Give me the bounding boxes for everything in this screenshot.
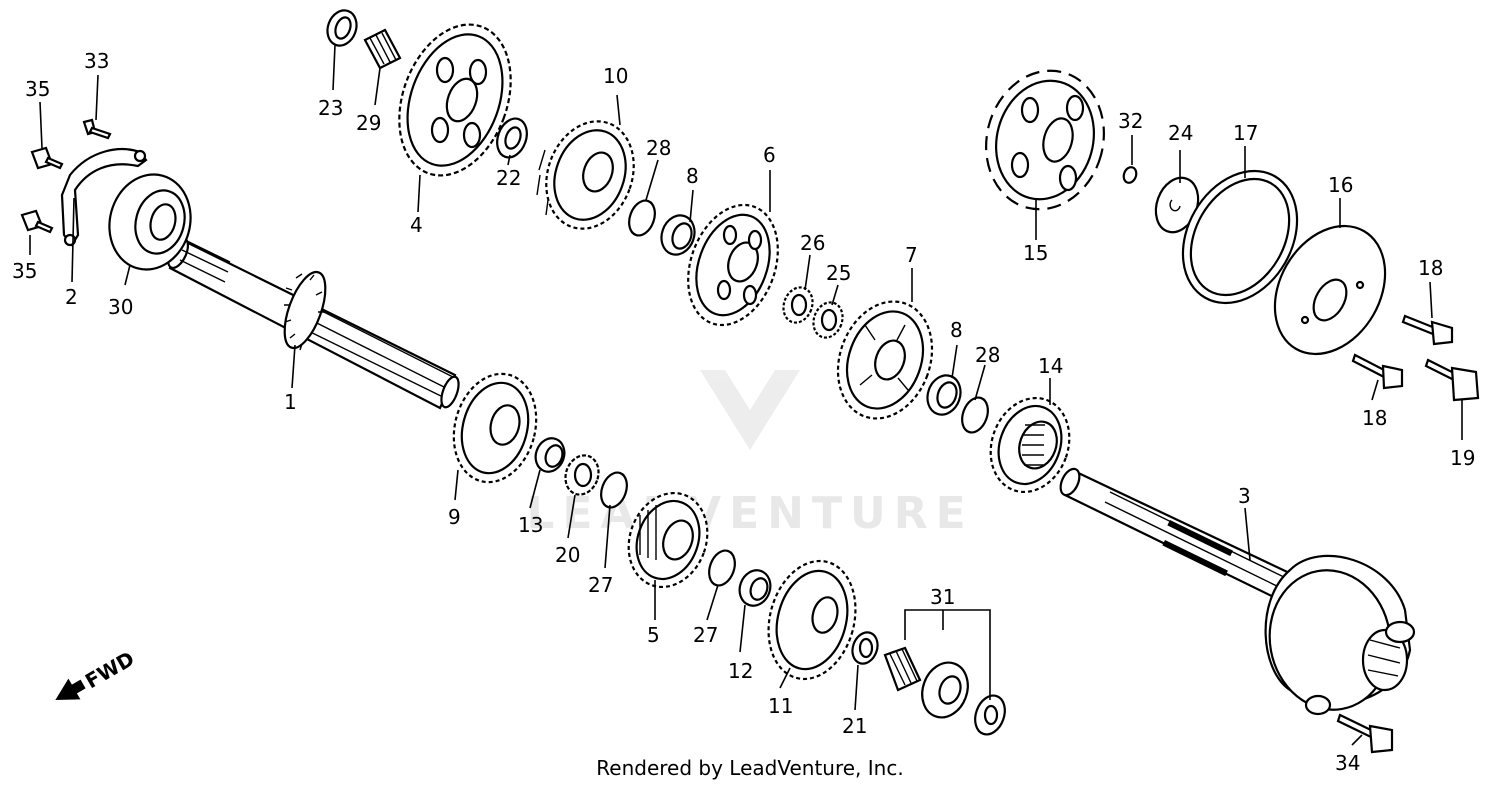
washer-20 <box>564 454 600 496</box>
drive-sprocket-15 <box>985 69 1105 211</box>
callout-13: 13 <box>518 513 543 537</box>
callout-11: 11 <box>768 694 793 718</box>
gear-5 <box>627 491 709 589</box>
callout-16: 16 <box>1328 173 1353 197</box>
bolt-18-lower <box>1351 353 1404 390</box>
gear-7 <box>836 300 934 420</box>
callout-18-lower: 18 <box>1362 406 1387 430</box>
fwd-label: FWD <box>81 646 138 693</box>
watermark: LEADVENTURE <box>526 370 973 539</box>
callout-2: 2 <box>65 285 78 309</box>
gear-11 <box>767 559 857 681</box>
gear-4 <box>398 23 512 177</box>
callout-28-lower: 28 <box>975 343 1000 367</box>
callout-28-upper: 28 <box>646 136 671 160</box>
seal-17 <box>1181 169 1299 305</box>
callout-24: 24 <box>1168 121 1193 145</box>
callout-8-lower: 8 <box>950 318 963 342</box>
callout-5: 5 <box>647 623 660 647</box>
callout-18-upper: 18 <box>1418 256 1443 280</box>
gear-14 <box>989 396 1071 494</box>
callout-33: 33 <box>84 49 109 73</box>
callout-4: 4 <box>410 213 423 237</box>
callout-34: 34 <box>1335 751 1360 775</box>
countershaft <box>1059 467 1302 607</box>
callout-19: 19 <box>1450 446 1475 470</box>
callout-29: 29 <box>356 111 381 135</box>
bearing-30 <box>108 173 192 271</box>
mainshaft <box>166 236 460 410</box>
callout-7: 7 <box>905 243 918 267</box>
bolt-18-upper <box>1401 314 1454 346</box>
callout-15: 15 <box>1023 241 1048 265</box>
callout-3: 3 <box>1238 484 1251 508</box>
cover-16 <box>1273 224 1387 356</box>
bushing-8-lower <box>926 374 962 416</box>
callout-22: 22 <box>496 166 521 190</box>
gear-9 <box>452 372 538 484</box>
callout-25: 25 <box>826 261 851 285</box>
callout-23: 23 <box>318 96 343 120</box>
washer-21 <box>851 631 879 665</box>
fwd-arrow: FWD <box>55 646 138 700</box>
callout-27-upper: 27 <box>588 573 613 597</box>
callout-6: 6 <box>763 143 776 167</box>
callout-labels: 1 2 3 4 5 6 7 8 8 9 10 11 12 13 14 15 16… <box>12 49 1475 775</box>
watermark-text: LEADVENTURE <box>526 488 973 539</box>
callout-27-lower: 27 <box>693 623 718 647</box>
bolt-34 <box>1336 713 1394 754</box>
callout-14: 14 <box>1038 354 1063 378</box>
circlip-27-upper <box>600 471 628 509</box>
fwd-arrow-icon <box>55 678 86 700</box>
footer-credit: Rendered by LeadVenture, Inc. <box>596 756 904 780</box>
circlip-27-lower <box>708 549 736 587</box>
callout-32: 32 <box>1118 109 1143 133</box>
callout-26: 26 <box>800 231 825 255</box>
gear-6 <box>687 203 779 327</box>
callout-8-upper: 8 <box>686 164 699 188</box>
callout-12: 12 <box>728 659 753 683</box>
callout-31: 31 <box>930 585 955 609</box>
callout-35-lower: 35 <box>12 259 37 283</box>
callout-9: 9 <box>448 505 461 529</box>
circlip-25 <box>812 301 844 339</box>
bushing-12 <box>738 569 772 607</box>
bearing-set-31 <box>883 646 1006 736</box>
countershaft-housing <box>1264 554 1416 716</box>
bushing-8-upper <box>660 214 696 256</box>
gear-10 <box>536 120 635 230</box>
circlip-28-lower <box>961 396 989 434</box>
callout-21: 21 <box>842 714 867 738</box>
callout-35-upper: 35 <box>25 77 50 101</box>
callout-1: 1 <box>284 390 297 414</box>
needle-bearing-29 <box>363 28 402 70</box>
bolt-33 <box>82 118 112 140</box>
washer-32 <box>1122 166 1138 184</box>
bolt-19 <box>1424 358 1480 402</box>
washer-22 <box>496 117 528 159</box>
callout-20: 20 <box>555 543 580 567</box>
washer-23 <box>326 9 358 47</box>
circlip-28-upper <box>628 199 656 237</box>
callout-10: 10 <box>603 64 628 88</box>
callout-17: 17 <box>1233 121 1258 145</box>
washer-26 <box>782 286 814 324</box>
callout-30: 30 <box>108 295 133 319</box>
bushing-13 <box>534 437 566 473</box>
setting-plate-2 <box>60 148 148 247</box>
leader-lines <box>29 44 1463 746</box>
bolt-35-lower <box>20 209 54 234</box>
bolt-35-upper <box>30 146 64 170</box>
